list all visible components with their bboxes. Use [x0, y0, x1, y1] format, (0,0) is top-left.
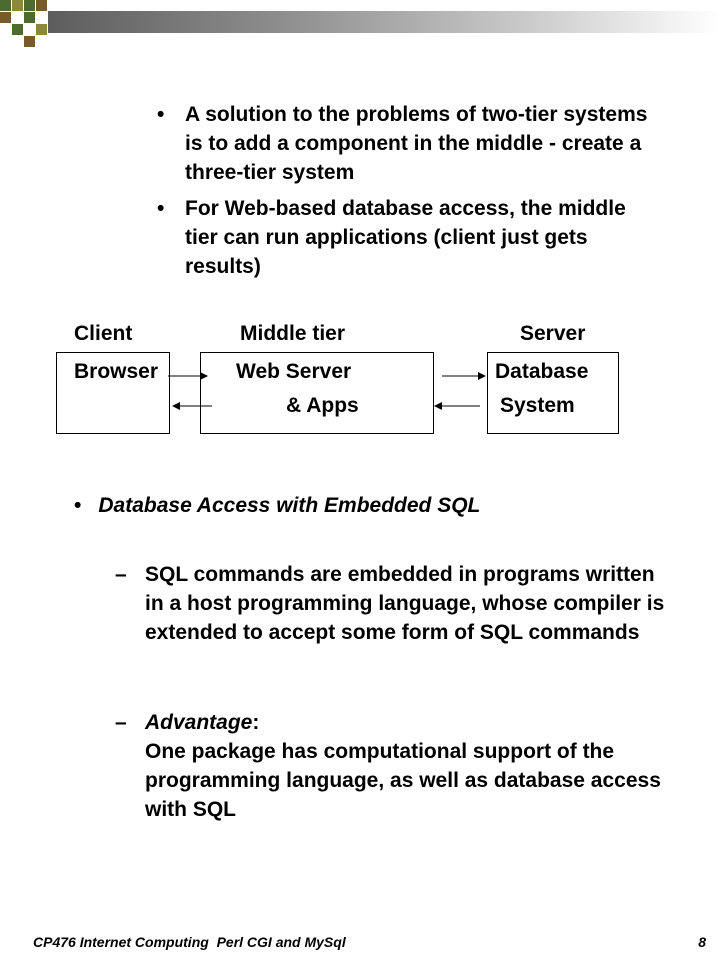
header-decoration — [0, 0, 720, 50]
subpoint-sql-embedded: – SQL commands are embedded in programs … — [115, 560, 675, 647]
client-header: Client — [74, 322, 133, 345]
bullet-three-tier-solution: • A solution to the problems of two-tier… — [157, 100, 660, 187]
system-label: System — [500, 394, 575, 417]
dash-marker: – — [115, 711, 127, 734]
arrowhead — [478, 372, 486, 380]
deco-square — [12, 0, 23, 11]
deco-square — [24, 36, 35, 47]
arrowhead — [434, 402, 442, 410]
middle-tier-box — [200, 352, 434, 434]
section-embedded-sql: • Database Access with Embedded SQL — [74, 494, 480, 518]
server-header: Server — [520, 322, 586, 345]
deco-square — [36, 24, 47, 35]
server-box — [487, 352, 619, 434]
webserver-label: Web Server — [236, 360, 352, 383]
subpoint-text: One package has computational support of… — [145, 740, 661, 821]
advantage-colon: : — [252, 711, 260, 734]
section-title: Database Access with Embedded SQL — [98, 494, 481, 517]
diagram-arrows — [168, 372, 486, 410]
header-gradient-bar — [48, 11, 720, 33]
footer-page-number: 8 — [698, 934, 706, 950]
deco-square — [0, 0, 11, 11]
advantage-label: Advantage — [145, 711, 253, 734]
deco-square — [36, 0, 47, 11]
browser-label: Browser — [74, 360, 159, 383]
arrowhead — [200, 372, 208, 380]
apps-label: & Apps — [286, 394, 359, 417]
bullet-marker: • — [157, 103, 165, 126]
middle-tier-header: Middle tier — [240, 322, 346, 345]
deco-square — [12, 24, 23, 35]
subpoint-advantage: – Advantage: One package has computation… — [115, 708, 675, 824]
bullet-text: For Web-based database access, the middl… — [185, 197, 626, 278]
deco-square — [0, 12, 11, 23]
bullet-text: A solution to the problems of two-tier s… — [185, 103, 648, 184]
bullet-web-middle-tier: • For Web-based database access, the mid… — [157, 194, 660, 281]
database-label: Database — [495, 360, 589, 383]
deco-square — [24, 12, 35, 23]
arrowhead — [172, 402, 180, 410]
footer-course-title: CP476 Internet Computing Perl CGI and My… — [33, 934, 346, 950]
dash-marker: – — [115, 563, 127, 586]
bullet-marker: • — [74, 494, 82, 517]
client-box — [56, 352, 170, 434]
deco-square — [24, 0, 35, 11]
subpoint-text: SQL commands are embedded in programs wr… — [145, 563, 665, 644]
bullet-marker: • — [157, 197, 165, 220]
